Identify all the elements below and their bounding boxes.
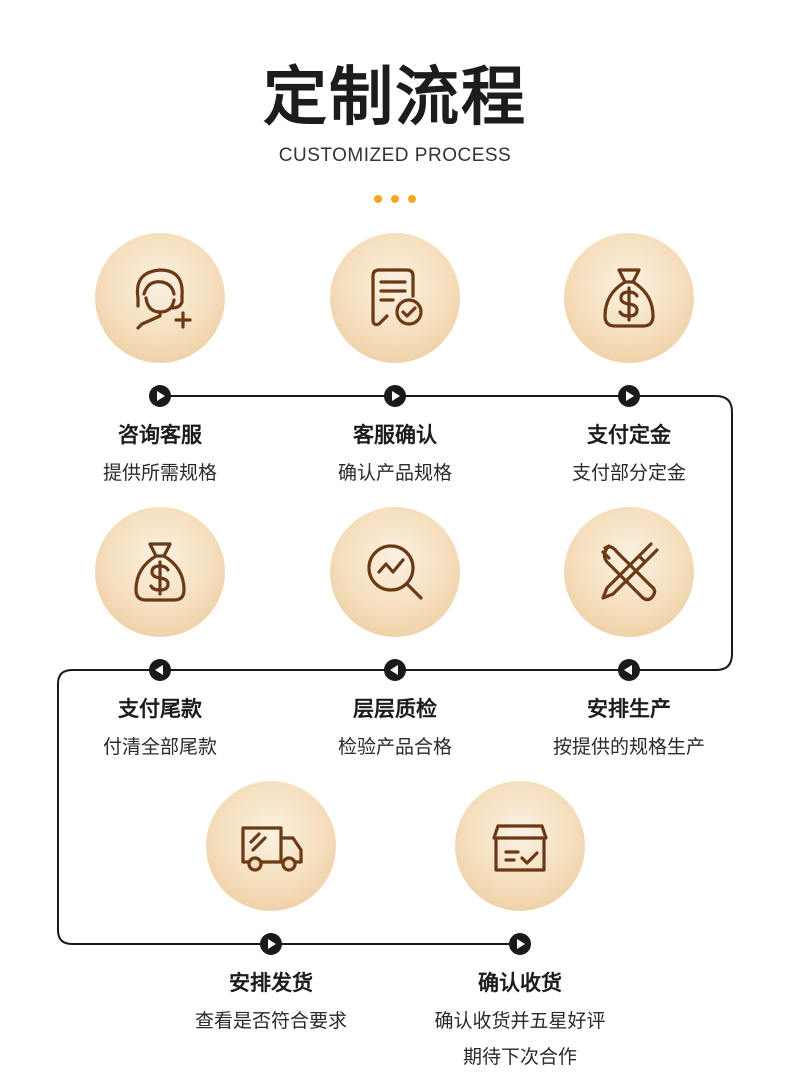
- page-subtitle: CUSTOMIZED PROCESS: [278, 145, 512, 166]
- step-icon-circle: [95, 507, 225, 637]
- step-icon-circle: [330, 233, 460, 363]
- dot-icon: [391, 195, 399, 203]
- page-title: 定制流程: [263, 61, 527, 135]
- money-bag-icon: [134, 542, 186, 602]
- step-description-line: 确认收货并五星好评: [434, 1010, 606, 1032]
- arrow-left-node-icon: [384, 659, 406, 681]
- process-step: 客服确认 确认产品规格: [280, 233, 510, 513]
- step-description: 确认收货并五星好评 期待下次合作: [405, 1003, 635, 1075]
- dot-icon: [374, 195, 382, 203]
- delivery-truck-icon: [241, 826, 303, 872]
- step-title: 层层质检: [353, 697, 437, 721]
- step-title: 安排生产: [587, 697, 671, 721]
- step-description: 付清全部尾款: [102, 736, 217, 758]
- document-check-icon: [371, 268, 423, 327]
- process-step: 确认收货 确认收货并五星好评 期待下次合作: [405, 781, 635, 1068]
- process-step: 安排生产 按提供的规格生产: [514, 507, 744, 787]
- customer-service-icon: [135, 268, 192, 330]
- step-icon-circle: [206, 781, 336, 911]
- arrow-right-node-icon: [384, 385, 406, 407]
- step-title: 咨询客服: [118, 423, 202, 447]
- step-title: 支付尾款: [118, 697, 202, 721]
- arrow-right-node-icon: [509, 933, 531, 955]
- process-step: 支付尾款 付清全部尾款: [45, 507, 275, 787]
- arrow-right-node-icon: [618, 385, 640, 407]
- step-description: 检验产品合格: [337, 736, 452, 758]
- step-icon-circle: [95, 233, 225, 363]
- arrow-right-node-icon: [260, 933, 282, 955]
- process-step: 层层质检 检验产品合格: [280, 507, 510, 787]
- package-box-icon: [492, 824, 548, 872]
- step-description: 提供所需规格: [102, 462, 217, 484]
- step-icon-circle: [455, 781, 585, 911]
- step-icon-circle: [564, 507, 694, 637]
- step-title: 客服确认: [353, 423, 437, 447]
- step-title: 支付定金: [587, 423, 671, 447]
- arrow-right-node-icon: [149, 385, 171, 407]
- step-description: 确认产品规格: [337, 462, 452, 484]
- arrow-left-node-icon: [618, 659, 640, 681]
- step-description: 按提供的规格生产: [552, 736, 705, 758]
- money-bag-icon: [603, 268, 655, 328]
- dot-icon: [408, 195, 416, 203]
- process-step: 安排发货 查看是否符合要求: [156, 781, 386, 1061]
- step-description: 查看是否符合要求: [194, 1010, 347, 1032]
- step-description: 支付部分定金: [571, 462, 686, 484]
- tools-icon: [601, 542, 659, 602]
- step-icon-circle: [564, 233, 694, 363]
- process-step: 咨询客服 提供所需规格: [45, 233, 275, 513]
- decorative-dots: [0, 195, 790, 203]
- process-step: 支付定金 支付部分定金: [514, 233, 744, 513]
- step-title: 安排发货: [229, 971, 313, 995]
- step-icon-circle: [330, 507, 460, 637]
- magnifier-chart-icon: [367, 544, 423, 600]
- step-title: 确认收货: [478, 971, 562, 995]
- arrow-left-node-icon: [149, 659, 171, 681]
- step-description-line: 期待下次合作: [462, 1046, 577, 1068]
